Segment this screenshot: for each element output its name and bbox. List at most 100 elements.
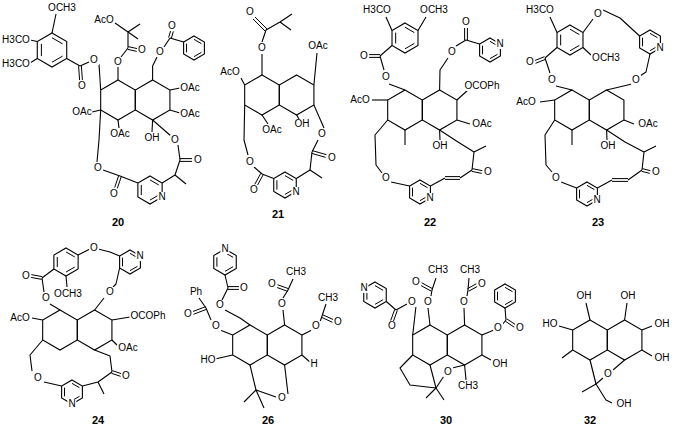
compound-number: 22	[423, 217, 437, 228]
atom-label: OCH3	[47, 3, 77, 13]
single-bond	[642, 326, 652, 330]
single-bond	[117, 67, 118, 80]
atom-label: HO	[542, 319, 559, 329]
atom-label: AcO	[219, 67, 240, 77]
ring-bond	[589, 90, 624, 130]
single-bond	[215, 355, 233, 359]
ring-bond	[135, 80, 170, 120]
aromatic-bond	[72, 383, 79, 387]
atom-label: O	[183, 309, 193, 319]
atom-label: O	[137, 45, 147, 55]
single-bond	[540, 100, 555, 102]
ring-bond	[101, 80, 136, 120]
single-bond	[391, 182, 410, 186]
single-bond	[457, 90, 468, 100]
atom-label: N	[291, 187, 300, 197]
double-bond	[420, 285, 431, 291]
single-bond	[380, 56, 384, 70]
single-bond	[113, 268, 120, 287]
single-bond	[613, 360, 625, 370]
single-bond	[151, 120, 153, 132]
aromatic-bond	[375, 286, 383, 291]
atom-label: O	[381, 72, 391, 82]
double-bond	[112, 373, 121, 376]
double-bond	[31, 275, 42, 277]
compound-number: 30	[439, 415, 453, 426]
atom-label: O	[477, 279, 487, 289]
single-bond	[571, 130, 572, 145]
single-bond	[400, 355, 436, 388]
single-bond	[52, 14, 56, 33]
atom-label: HO	[200, 355, 217, 365]
atom-label: N	[67, 399, 76, 409]
atom-label: AcO	[349, 95, 370, 105]
atom-label: O	[407, 297, 417, 307]
single-bond	[153, 57, 157, 80]
single-bond	[596, 378, 603, 384]
atom-label: O	[551, 173, 561, 183]
atom-label: OH	[616, 399, 633, 409]
single-bond	[597, 180, 612, 188]
compound-number: 32	[583, 415, 597, 426]
double-bond	[505, 321, 514, 327]
single-bond	[262, 30, 266, 42]
single-bond	[642, 350, 652, 356]
double-bond	[472, 171, 482, 173]
single-bond	[404, 130, 405, 145]
single-bond	[206, 308, 211, 320]
single-bond	[586, 303, 590, 320]
aromatic-bond	[66, 252, 75, 257]
double-bond	[467, 28, 468, 40]
single-bond	[115, 23, 128, 48]
atom-label: O	[105, 287, 115, 297]
single-bond	[296, 170, 322, 179]
atom-label: N	[655, 43, 664, 53]
double-bond	[171, 31, 173, 38]
single-bond	[98, 249, 120, 256]
single-bond	[285, 365, 288, 394]
single-bond	[640, 54, 650, 76]
single-bond	[582, 384, 596, 392]
double-bond	[180, 161, 192, 162]
single-bond	[225, 275, 228, 288]
single-bond	[112, 340, 117, 345]
single-bond	[559, 326, 573, 330]
single-bond	[118, 120, 119, 128]
atom-label: OH	[576, 291, 593, 301]
compound-number: 20	[111, 217, 125, 228]
atom-label: N	[495, 39, 504, 49]
atom-label: O	[109, 189, 119, 199]
aromatic-bond	[505, 300, 512, 304]
atom-label: O	[155, 47, 165, 57]
atom-label: OH	[294, 119, 311, 129]
single-bond	[178, 145, 180, 160]
atom-label: O	[333, 317, 343, 327]
single-bond	[80, 62, 89, 66]
single-bond	[82, 372, 112, 386]
atom-label: CH3	[285, 267, 307, 277]
aromatic-bond	[66, 267, 75, 272]
single-bond	[625, 303, 627, 320]
double-bond	[228, 289, 239, 290]
aromatic-bond	[276, 180, 277, 189]
single-bond	[244, 105, 248, 155]
atom-label: OAc	[637, 119, 658, 129]
single-bond	[225, 310, 250, 325]
single-bond	[562, 350, 573, 358]
atom-label: O	[77, 81, 87, 91]
double-bond	[612, 181, 628, 182]
single-bond	[436, 376, 444, 388]
single-bond	[375, 120, 388, 173]
double-bonds	[31, 17, 651, 376]
double-bond	[323, 315, 334, 320]
atom-label: OAc	[307, 41, 328, 51]
single-bond	[175, 175, 186, 184]
single-bond	[288, 279, 293, 290]
atom-label: O	[515, 323, 525, 333]
double-bond	[445, 179, 460, 180]
atom-label: OCH3	[419, 5, 449, 15]
atom-label: OAc	[71, 107, 92, 117]
single-bond	[386, 302, 396, 311]
